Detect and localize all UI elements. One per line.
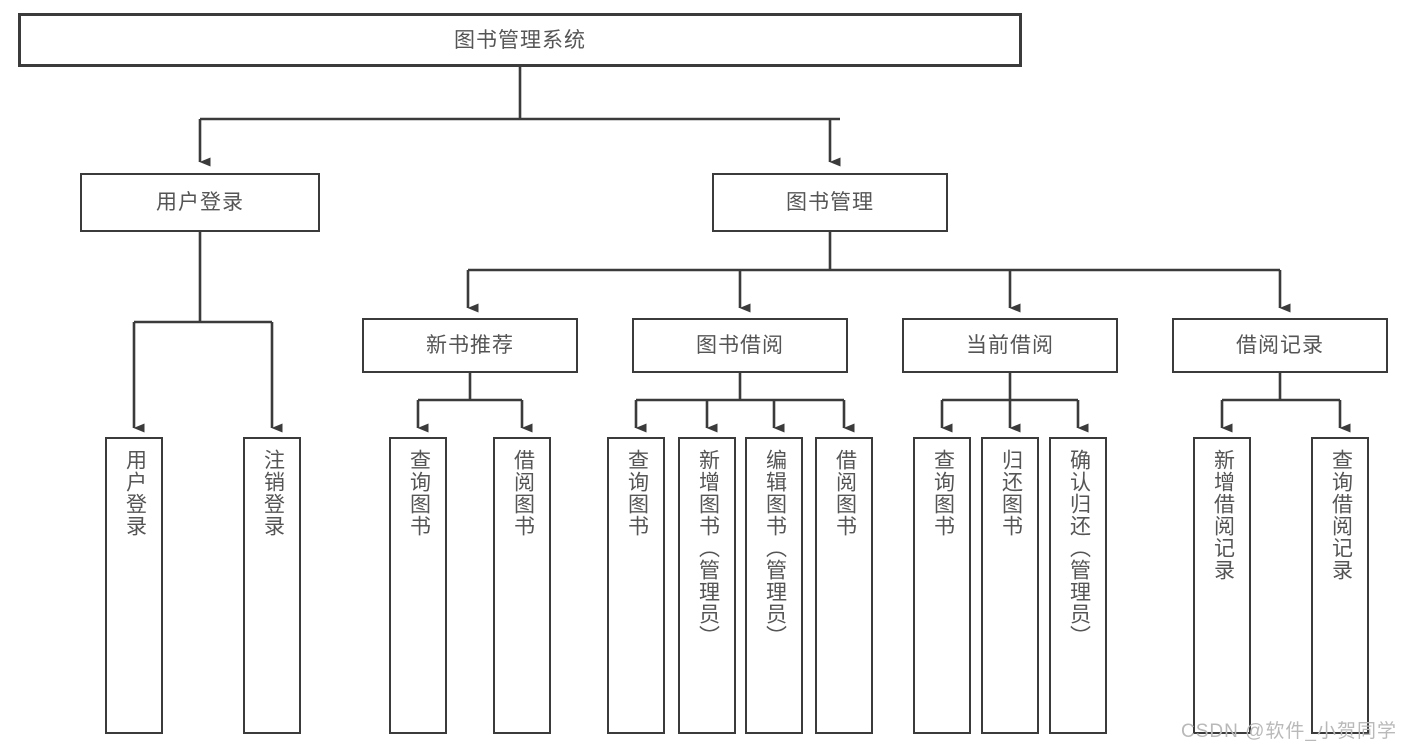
leaf-borrow-book-2-label: 借阅图书	[833, 449, 857, 537]
leaf-query-record-label: 查询借阅记录	[1329, 449, 1353, 581]
leaf-add-record[interactable]: 新增借阅记录	[1193, 437, 1251, 734]
leaf-borrow-book-1[interactable]: 借阅图书	[493, 437, 551, 734]
leaf-return-book-label: 归还图书	[999, 449, 1023, 537]
leaf-add-book[interactable]: 新增图书（管理员）	[678, 437, 736, 734]
node-new-book-recommend[interactable]: 新书推荐	[362, 318, 578, 373]
node-root[interactable]: 图书管理系统	[18, 13, 1022, 67]
node-new-book-recommend-label: 新书推荐	[426, 334, 514, 357]
node-book-management-label: 图书管理	[786, 191, 874, 214]
leaf-logout[interactable]: 注销登录	[243, 437, 301, 734]
leaf-query-book-3-label: 查询图书	[931, 449, 955, 537]
leaf-query-record[interactable]: 查询借阅记录	[1311, 437, 1369, 734]
leaf-add-book-label: 新增图书（管理员）	[696, 449, 720, 647]
leaf-query-book-2[interactable]: 查询图书	[607, 437, 665, 734]
leaf-query-book-1[interactable]: 查询图书	[389, 437, 447, 734]
node-current-borrow-label: 当前借阅	[966, 334, 1054, 357]
leaf-edit-book-label: 编辑图书（管理员）	[763, 449, 787, 647]
leaf-user-login[interactable]: 用户登录	[105, 437, 163, 734]
leaf-confirm-return[interactable]: 确认归还（管理员）	[1049, 437, 1107, 734]
node-current-borrow[interactable]: 当前借阅	[902, 318, 1118, 373]
node-borrow-record-label: 借阅记录	[1236, 334, 1324, 357]
node-user-login-label: 用户登录	[156, 191, 244, 214]
leaf-query-book-3[interactable]: 查询图书	[913, 437, 971, 734]
leaf-borrow-book-1-label: 借阅图书	[511, 449, 535, 537]
leaf-borrow-book-2[interactable]: 借阅图书	[815, 437, 873, 734]
leaf-return-book[interactable]: 归还图书	[981, 437, 1039, 734]
node-book-management[interactable]: 图书管理	[712, 173, 948, 232]
leaf-add-record-label: 新增借阅记录	[1211, 449, 1235, 581]
node-book-borrow-label: 图书借阅	[696, 334, 784, 357]
node-root-label: 图书管理系统	[454, 28, 586, 52]
leaf-user-login-label: 用户登录	[123, 449, 147, 537]
leaf-edit-book[interactable]: 编辑图书（管理员）	[745, 437, 803, 734]
node-user-login[interactable]: 用户登录	[80, 173, 320, 232]
leaf-query-book-2-label: 查询图书	[625, 449, 649, 537]
leaf-confirm-return-label: 确认归还（管理员）	[1067, 449, 1091, 647]
leaf-logout-label: 注销登录	[261, 449, 285, 537]
node-book-borrow[interactable]: 图书借阅	[632, 318, 848, 373]
leaf-query-book-1-label: 查询图书	[407, 449, 431, 537]
node-borrow-record[interactable]: 借阅记录	[1172, 318, 1388, 373]
